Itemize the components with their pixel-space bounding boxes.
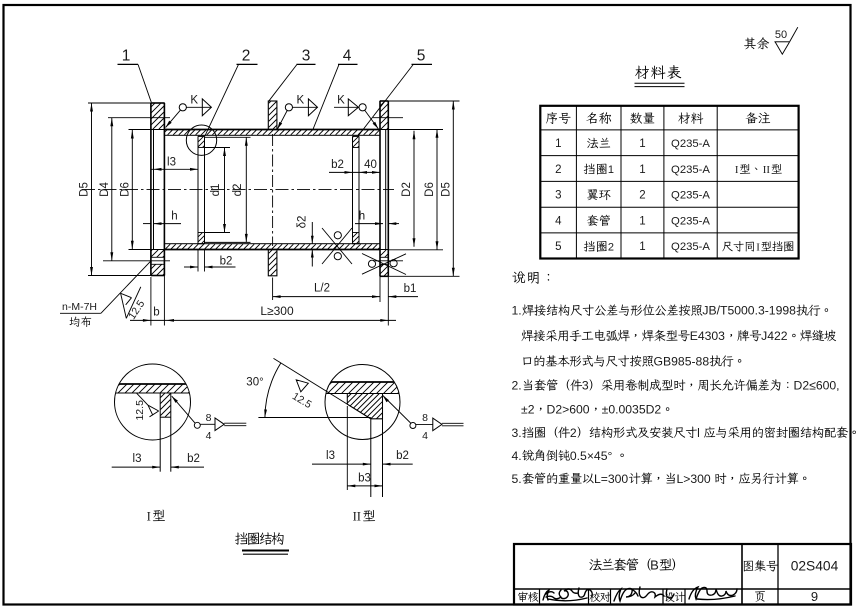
svg-text:JB/T5000.3-1998: JB/T5000.3-1998 — [702, 304, 796, 318]
svg-text:±2: ±2 — [521, 403, 535, 417]
svg-text:I: I — [147, 509, 151, 523]
svg-text:d1: d1 — [210, 184, 222, 197]
svg-text:D2≤600,: D2≤600, — [794, 379, 840, 393]
svg-text:d2: d2 — [232, 184, 244, 197]
svg-text:3: 3 — [302, 48, 311, 65]
svg-text:b2: b2 — [396, 450, 409, 462]
svg-text:1: 1 — [608, 164, 614, 176]
svg-text:12.5: 12.5 — [134, 400, 146, 421]
svg-text:b2: b2 — [331, 159, 344, 171]
svg-text:1: 1 — [555, 138, 561, 150]
svg-text:D2: D2 — [401, 182, 413, 197]
svg-text:GB985-88: GB985-88 — [654, 354, 710, 368]
svg-text:b2: b2 — [187, 453, 200, 465]
svg-text:K: K — [296, 95, 304, 107]
svg-text:4.: 4. — [512, 449, 522, 463]
svg-text:4: 4 — [555, 215, 562, 227]
svg-text:1: 1 — [639, 241, 645, 253]
svg-text:n-M-7H: n-M-7H — [62, 301, 97, 313]
svg-text:1: 1 — [122, 48, 131, 65]
svg-text:2: 2 — [639, 190, 645, 202]
svg-text:l3: l3 — [133, 453, 142, 465]
svg-text:5: 5 — [555, 241, 561, 253]
svg-text:E4303: E4303 — [690, 329, 725, 343]
svg-text:L=300: L=300 — [594, 472, 628, 486]
svg-text:Q235-A: Q235-A — [671, 241, 710, 253]
svg-text:±0.0035D2: ±0.0035D2 — [602, 403, 662, 417]
svg-text:2: 2 — [555, 164, 561, 176]
svg-text:D6: D6 — [119, 182, 131, 197]
svg-text:9: 9 — [811, 589, 818, 604]
svg-text:b2: b2 — [220, 256, 233, 268]
svg-text:Q235-A: Q235-A — [671, 190, 710, 202]
svg-text:50: 50 — [775, 29, 787, 41]
svg-text:I: I — [735, 164, 739, 176]
svg-text:4: 4 — [422, 430, 428, 442]
svg-text:2: 2 — [570, 426, 577, 440]
svg-text:II: II — [763, 164, 771, 176]
svg-text:K: K — [337, 95, 345, 107]
svg-text:8: 8 — [206, 412, 212, 424]
svg-text:8: 8 — [422, 412, 428, 424]
svg-text:1.: 1. — [512, 304, 522, 318]
svg-text:δ2: δ2 — [297, 216, 309, 229]
svg-text:II: II — [353, 510, 361, 524]
svg-text:D2>600: D2>600 — [547, 403, 590, 417]
svg-text:l: l — [697, 426, 700, 440]
svg-text:4: 4 — [206, 430, 212, 442]
svg-text:L≥300: L≥300 — [260, 304, 294, 318]
svg-text:2: 2 — [608, 242, 614, 254]
svg-text:1: 1 — [639, 138, 645, 150]
svg-text:D5: D5 — [440, 182, 452, 197]
svg-text:b1: b1 — [404, 283, 417, 295]
svg-text:Q235-A: Q235-A — [671, 164, 710, 176]
svg-text:02S404: 02S404 — [791, 558, 839, 573]
svg-text:L/2: L/2 — [314, 283, 330, 295]
svg-text:l3: l3 — [326, 450, 335, 462]
svg-text:0.5×45°: 0.5×45° — [570, 449, 613, 463]
svg-text:D5: D5 — [79, 182, 91, 197]
svg-text:30°: 30° — [246, 377, 263, 389]
svg-text:I: I — [756, 241, 760, 253]
svg-text:l3: l3 — [167, 156, 176, 168]
svg-text:3: 3 — [582, 379, 589, 393]
svg-text:4: 4 — [343, 48, 352, 65]
svg-text:40: 40 — [364, 159, 377, 171]
svg-text:h: h — [171, 211, 177, 223]
svg-text:2.: 2. — [512, 379, 522, 393]
svg-text:2: 2 — [242, 48, 251, 65]
svg-text:D6: D6 — [424, 182, 436, 197]
svg-text:b: b — [153, 306, 159, 318]
svg-text:1: 1 — [639, 164, 645, 176]
svg-text:K: K — [190, 95, 198, 107]
svg-text:b3: b3 — [358, 472, 371, 484]
svg-text:5: 5 — [417, 48, 426, 65]
svg-text:Q235-A: Q235-A — [671, 138, 710, 150]
svg-text:1: 1 — [639, 215, 645, 227]
svg-text:Q235-A: Q235-A — [671, 215, 710, 227]
svg-text:B: B — [650, 558, 659, 573]
svg-text:5.: 5. — [512, 472, 522, 486]
svg-text:J422: J422 — [761, 329, 788, 343]
svg-text:L>300: L>300 — [676, 472, 710, 486]
svg-text:D4: D4 — [99, 182, 111, 197]
svg-text:h: h — [359, 211, 365, 223]
svg-text:3: 3 — [555, 190, 561, 202]
svg-text:3.: 3. — [512, 426, 522, 440]
